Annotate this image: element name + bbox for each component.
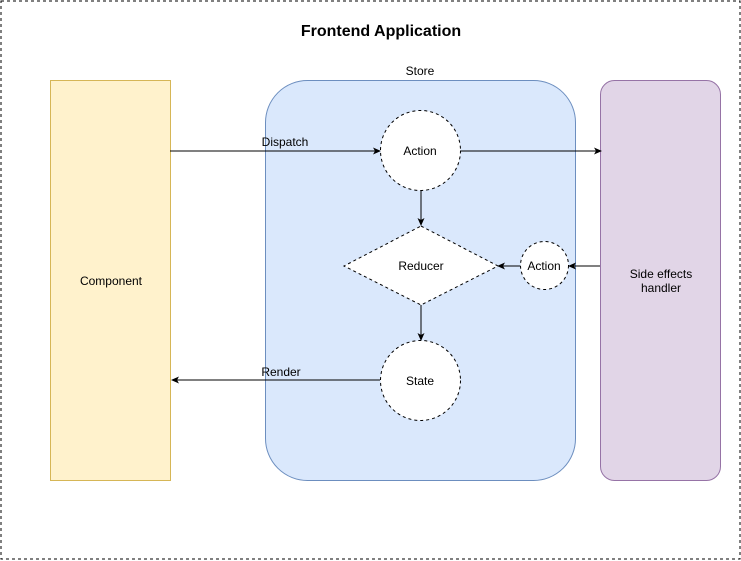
action-node-top [380,110,461,191]
state-node [380,340,461,421]
side-effects-label-line1: Side effects [630,267,692,281]
side-effects-label-line2: handler [641,281,681,295]
action-node-side [520,241,569,290]
reducer-node [342,225,500,306]
side-effects-handler-box [600,80,721,481]
action-node-side-label: Action [527,259,560,273]
action-node-top-label: Action [403,144,436,158]
render-label: Render [261,365,300,379]
store-label: Store [406,64,435,78]
dispatch-label: Dispatch [262,135,309,149]
diagram-title: Frontend Application [301,23,461,40]
component-label: Component [80,274,143,288]
state-node-label: State [406,374,434,388]
component-box [50,80,171,481]
reducer-node-label: Reducer [398,259,443,273]
